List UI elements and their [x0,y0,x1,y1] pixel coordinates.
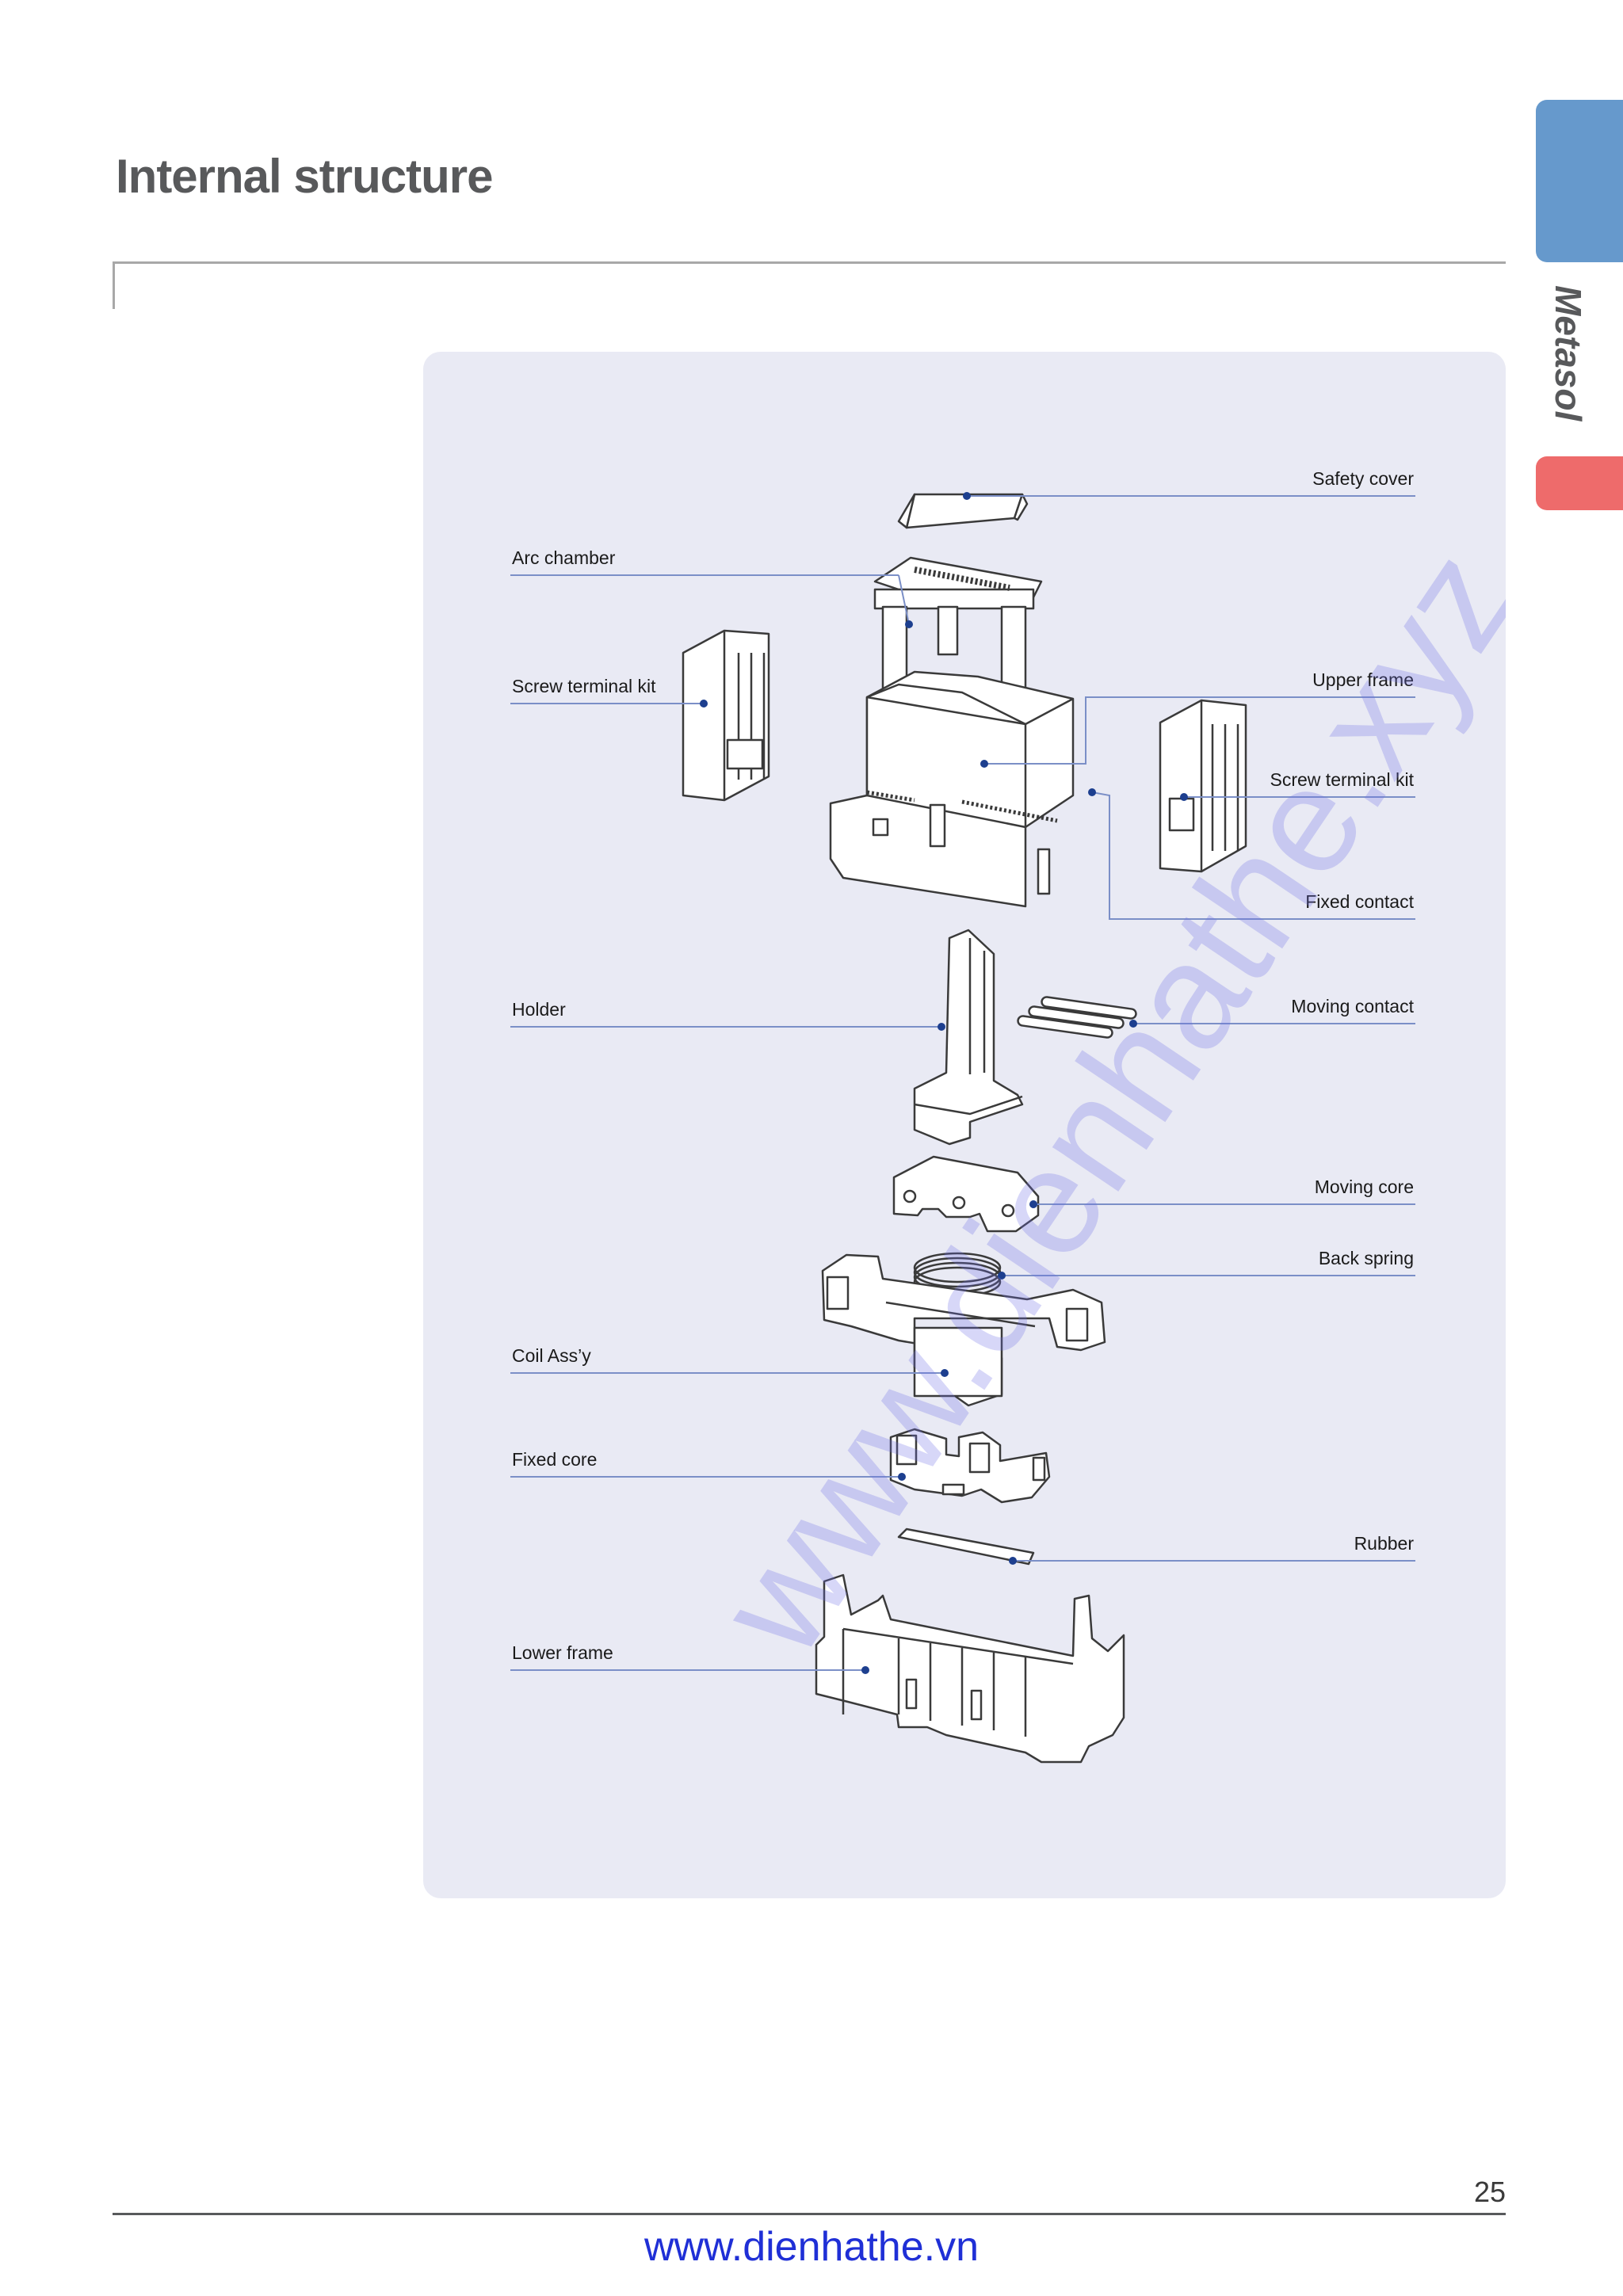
lower-frame-part [815,1573,1125,1764]
screw-terminal-kit-left-part [682,629,770,802]
label-coil-assy: Coil Ass’y [512,1345,591,1366]
label-screw-terminal-kit-left: Screw terminal kit [512,676,656,696]
screw-terminal-kit-right-part [1159,699,1247,873]
fixed-core-part [889,1428,1051,1504]
side-tab-red[interactable] [1536,456,1623,510]
footer-rule [113,2213,1506,2215]
coil-assy-part [821,1253,1106,1407]
holder-part [913,929,1024,1146]
label-moving-core: Moving core [1314,1177,1414,1197]
side-label-text: Metasol [1548,285,1589,421]
rubber-part [897,1527,1035,1566]
label-fixed-contact: Fixed contact [1305,891,1414,912]
label-safety-cover: Safety cover [1312,468,1414,489]
moving-contact-part [1017,996,1137,1039]
side-tab-blue[interactable] [1536,100,1623,262]
label-arc-chamber: Arc chamber [512,547,616,568]
label-holder: Holder [512,999,566,1020]
leader-lines [510,495,1415,1671]
page-number: 25 [1473,2176,1506,2208]
moving-core-part [892,1155,1040,1233]
upper-frame-part [829,670,1075,908]
label-fixed-core: Fixed core [512,1449,598,1470]
label-lower-frame: Lower frame [512,1642,613,1663]
page-title: Internal structure [116,150,493,203]
footer-link[interactable]: www.dienhathe.vn [643,2224,980,2270]
exploded-diagram [510,492,1415,1764]
header-rule [113,261,1506,264]
side-label: Metasol [1548,285,1598,436]
header-rule-tick [113,261,115,309]
leader-dots [700,492,1188,1674]
label-back-spring: Back spring [1318,1248,1414,1268]
label-moving-contact: Moving contact [1291,996,1414,1016]
safety-cover-part [897,493,1029,529]
diagram-panel: Arc chamber Screw terminal kit Holder Co… [423,352,1506,1898]
label-screw-terminal-kit-right: Screw terminal kit [1270,769,1414,790]
label-upper-frame: Upper frame [1312,669,1414,690]
label-rubber: Rubber [1354,1533,1414,1554]
